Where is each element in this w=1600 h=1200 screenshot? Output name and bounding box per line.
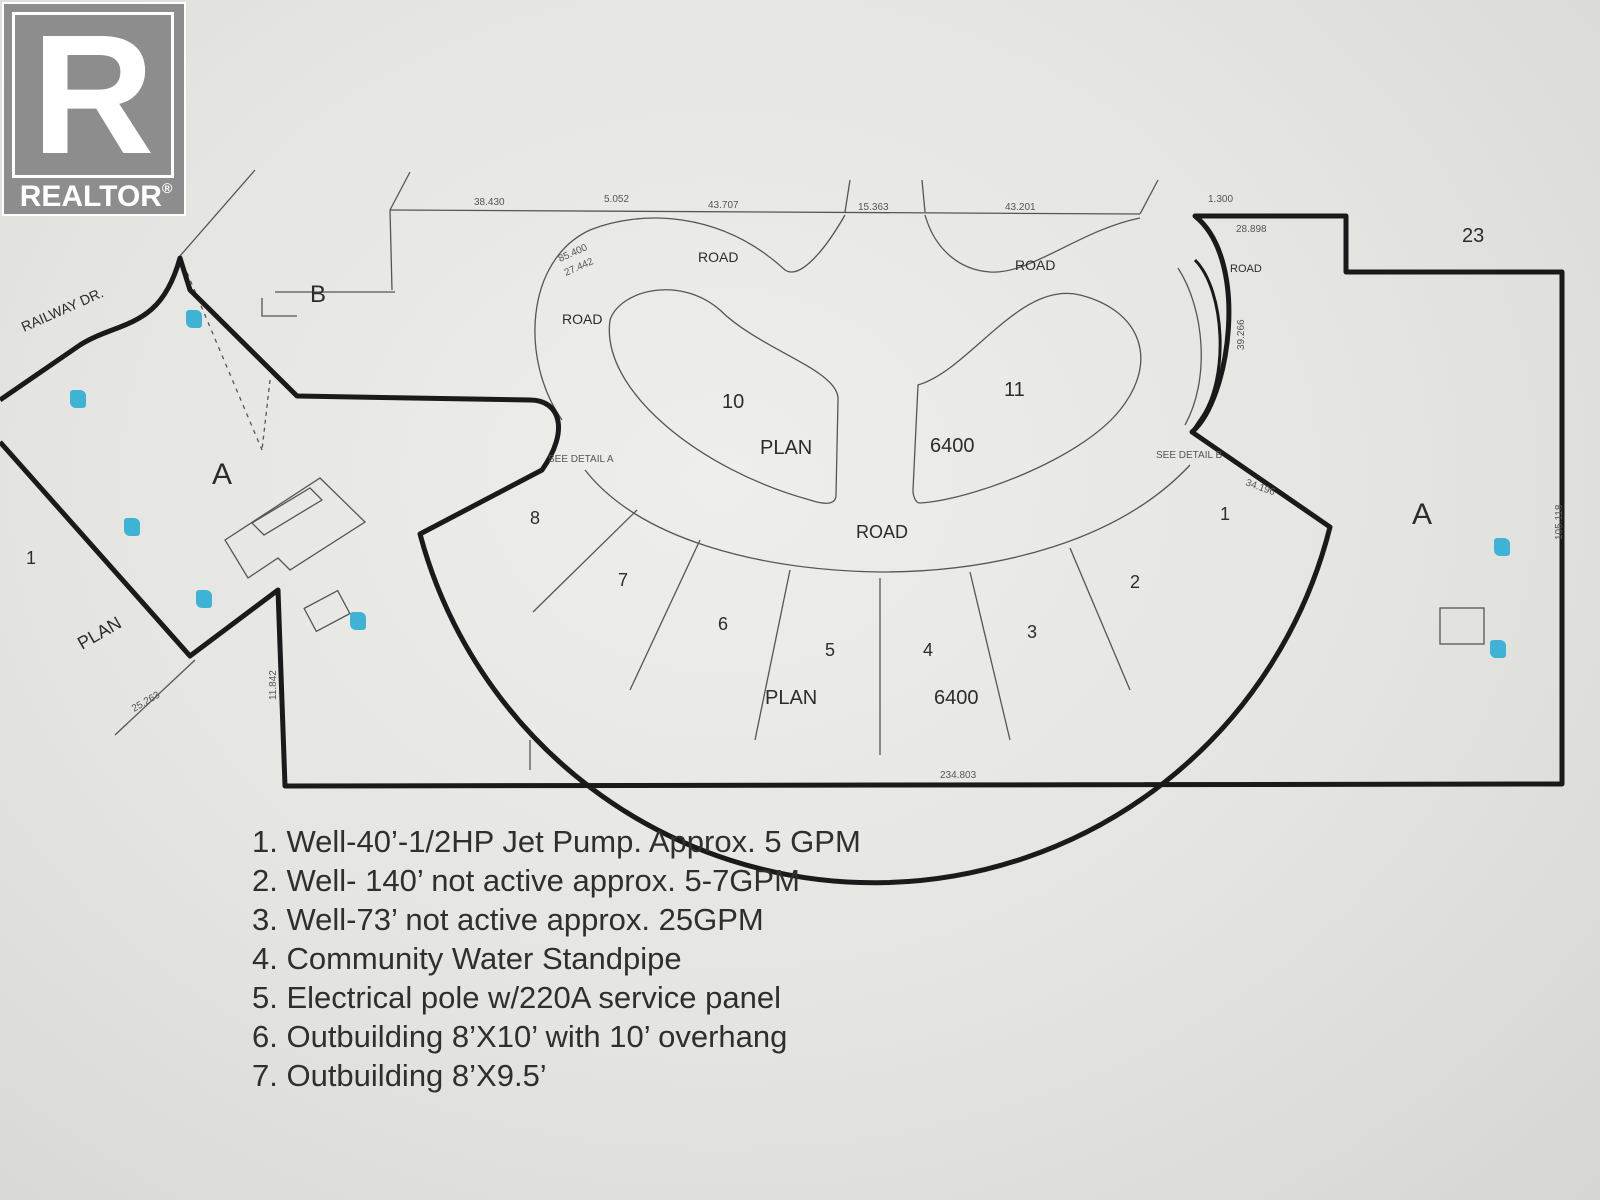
pole-5-marker <box>186 310 202 328</box>
well-2-marker <box>196 590 212 608</box>
legend-item: 3. Well-73’ not active approx. 25GPM <box>252 902 764 937</box>
road-label: ROAD <box>562 311 602 327</box>
road-label: ROAD <box>1015 257 1055 273</box>
dimension-label: 11.842 <box>268 670 279 700</box>
well-3-marker <box>1494 538 1510 556</box>
dimension-label: 39.266 <box>1236 319 1247 350</box>
outbuilding-6-marker <box>350 612 366 630</box>
legend-item: 4. Community Water Standpipe <box>252 941 682 976</box>
lot-label: 7 <box>618 570 628 590</box>
lot-label: 2 <box>1130 572 1140 592</box>
lot-label: 6 <box>718 614 728 634</box>
plan-left-label: PLAN <box>74 613 125 654</box>
lot-1-left-label: 1 <box>26 548 36 568</box>
property-boundary <box>0 213 1565 886</box>
dimension-label: 105.118 <box>1554 504 1565 540</box>
lot-label: 11 <box>1004 379 1025 401</box>
plan-lower-number: 6400 <box>934 687 979 709</box>
realtor-logo: R REALTOR® <box>2 2 186 216</box>
dimension-label: 5.052 <box>604 194 629 205</box>
dimension-label: 15.363 <box>858 202 889 213</box>
parcel-a-right-label: A <box>1412 498 1432 531</box>
lot-label: 5 <box>825 640 835 660</box>
standpipe-4-marker <box>70 390 86 408</box>
plan-upper-label: PLAN <box>760 437 812 459</box>
well-1-marker <box>124 518 140 536</box>
see-detail-a: SEE DETAIL A <box>548 454 614 465</box>
lot-23-label: 23 <box>1462 225 1484 247</box>
dimension-label: 1.300 <box>1208 194 1233 205</box>
parcel-a-left-label: A <box>212 458 232 491</box>
dimension-label: 43.707 <box>708 200 739 211</box>
outbuilding-7-marker <box>1490 640 1506 658</box>
legend-item: 1. Well-40’-1/2HP Jet Pump. Approx. 5 GP… <box>252 824 861 859</box>
realtor-r-mark: R <box>12 10 174 180</box>
plan-lower-label: PLAN <box>765 687 817 709</box>
road-label: ROAD <box>1230 263 1262 275</box>
realtor-wordmark: REALTOR® <box>19 180 173 213</box>
railway-label: RAILWAY DR. <box>19 284 106 334</box>
dimension-label: 38.430 <box>474 197 505 208</box>
lot-label: 1 <box>1220 504 1230 524</box>
road-label: ROAD <box>856 522 908 542</box>
lot-label: 8 <box>530 508 540 528</box>
lot-label: 3 <box>1027 622 1037 642</box>
dimension-label: 43.201 <box>1005 202 1036 213</box>
legend-item: 6. Outbuilding 8’X10’ with 10’ overhang <box>252 1019 788 1054</box>
road-label: ROAD <box>698 249 738 265</box>
legend-item: 5. Electrical pole w/220A service panel <box>252 980 782 1015</box>
plan-upper-number: 6400 <box>930 435 975 457</box>
legend-item: 2. Well- 140’ not active approx. 5-7GPM <box>252 863 800 898</box>
map-labels: A A B 23 1 ROAD ROAD ROAD ROAD ROAD RAIL… <box>19 194 1565 781</box>
legend-item: 7. Outbuilding 8’X9.5’ <box>252 1058 547 1093</box>
see-detail-b: SEE DETAIL B <box>1156 450 1222 461</box>
lot-label: 10 <box>722 391 744 413</box>
dimension-label: 234.803 <box>940 770 977 781</box>
dimension-label: 28.898 <box>1236 224 1267 235</box>
parcel-b-label: B <box>310 281 326 308</box>
lot-label: 4 <box>923 640 933 660</box>
dimension-label: 25.263 <box>130 690 162 715</box>
survey-lines <box>114 169 1485 770</box>
site-legend: 1. Well-40’-1/2HP Jet Pump. Approx. 5 GP… <box>252 822 861 1095</box>
